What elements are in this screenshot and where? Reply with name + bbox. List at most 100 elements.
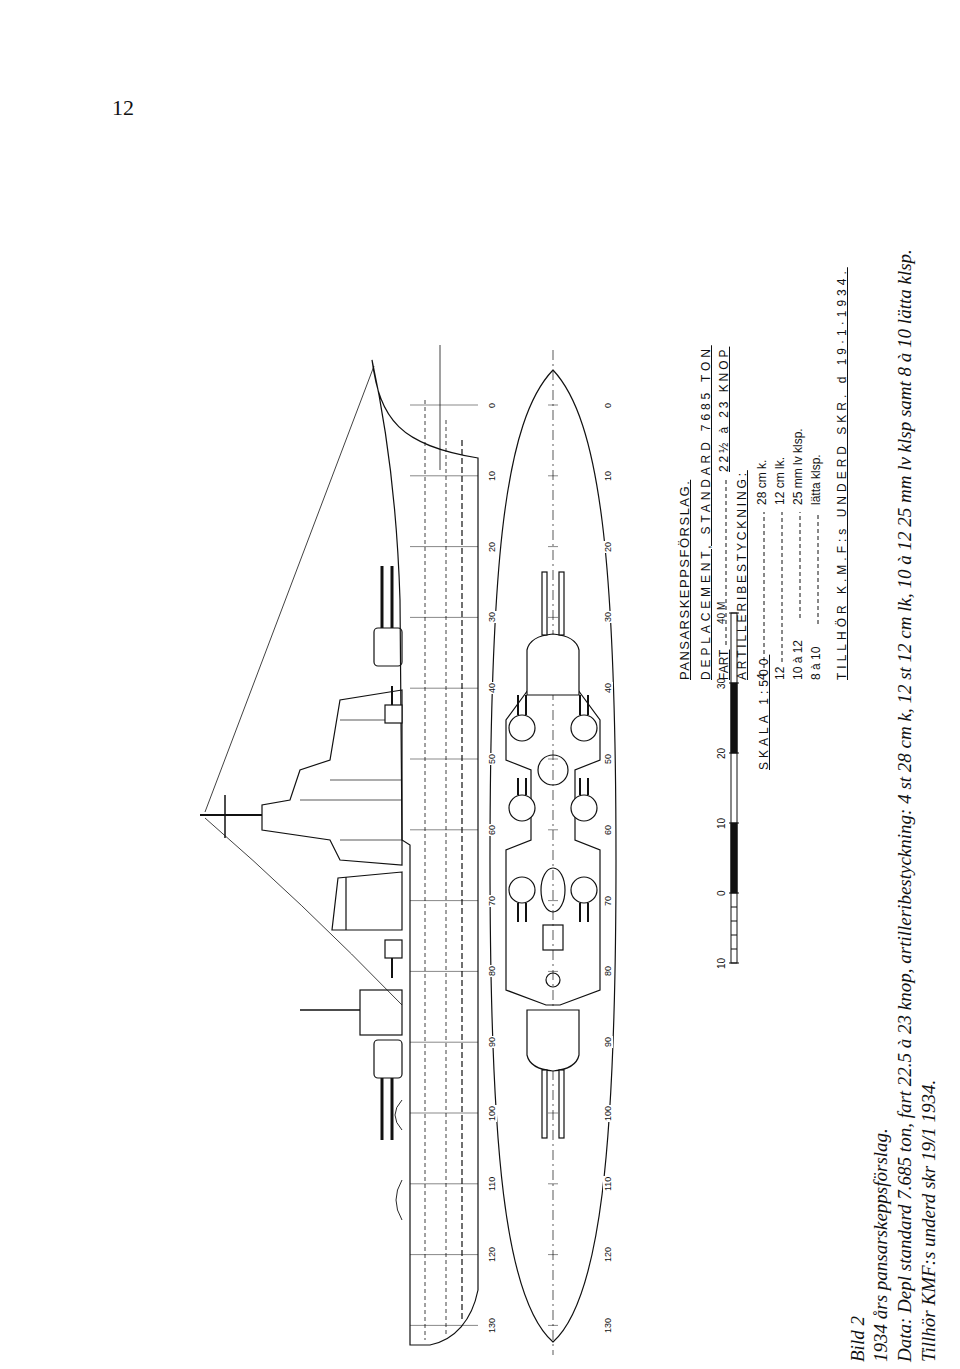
scale-number: 20 — [716, 747, 728, 758]
frame-line — [410, 1113, 478, 1114]
funnel — [541, 868, 565, 912]
frame-line — [410, 900, 478, 901]
spec-line: DEPLACEMENT, STANDARD 7685 TON — [700, 345, 714, 680]
secondary-guns — [518, 695, 588, 922]
frame-number: 40 — [487, 682, 497, 694]
gun-barrel — [391, 958, 393, 978]
secondary-turret — [509, 877, 535, 903]
frame-number: 50 — [603, 753, 613, 765]
gun-barrel — [381, 1078, 384, 1140]
frame-number: 80 — [487, 965, 497, 977]
frame-number: 10 — [603, 470, 613, 482]
leader-dash — [800, 512, 801, 618]
main-turret — [527, 634, 579, 695]
frame-line — [410, 1183, 478, 1184]
gun-count: 8 à 10 — [810, 647, 824, 680]
main-turret — [374, 1040, 402, 1078]
spec-heading: ARTILLERIBESTYCKNING: — [736, 470, 750, 680]
frame-number: 70 — [603, 895, 613, 907]
plan-view — [490, 350, 616, 1355]
caption-line: 1934 års pansarskeppsförslag. — [870, 1128, 892, 1362]
main-turret — [374, 628, 402, 666]
frame-number: 60 — [603, 824, 613, 836]
frame-number: 30 — [603, 611, 613, 623]
frame-number: 20 — [487, 541, 497, 553]
gun-barrel — [391, 1078, 394, 1140]
frame-line — [410, 759, 478, 760]
frame-number: 10 — [487, 470, 497, 482]
frame-number: 90 — [603, 1036, 613, 1048]
boat — [395, 1100, 402, 1220]
scale-number: 10 — [716, 957, 728, 968]
hull-profile — [372, 360, 478, 1345]
caption-line: Tillhör KMF:s underd skr 19/1 1934. — [918, 1080, 940, 1362]
frame-number: 110 — [487, 1175, 497, 1191]
scale-number: 30 — [716, 677, 728, 688]
gun-type: 12 cm lk. — [774, 457, 788, 505]
gun-barrel — [542, 572, 547, 635]
gun-barrel — [559, 1070, 564, 1138]
frame-number: 0 — [603, 401, 613, 408]
leader-dash — [818, 512, 819, 624]
stay — [205, 366, 374, 812]
leader-dash — [782, 512, 783, 662]
centerline — [553, 350, 554, 1355]
gun-count: 10 à 12 — [792, 640, 806, 680]
gun-barrel — [391, 686, 393, 705]
frame-line — [410, 1325, 478, 1326]
secondary-turret — [571, 795, 597, 821]
drawing-title: PANSARSKEPPSFÖRSLAG. — [678, 480, 693, 680]
secondary-turret — [571, 877, 597, 903]
deck-line — [446, 420, 447, 1335]
secondary-turret — [571, 715, 597, 741]
gun-type: 28 cm k. — [756, 460, 770, 505]
frame-line — [410, 688, 478, 689]
deck-line — [425, 400, 426, 1340]
scale-title: SKALA 1:500 — [758, 655, 772, 770]
spec-label: FART — [718, 650, 732, 680]
gun-count: 12 — [774, 667, 788, 680]
frame-line — [410, 475, 478, 476]
frame-number: 100 — [603, 1104, 613, 1121]
secondary-turret — [509, 795, 535, 821]
frame-number: 130 — [603, 1317, 613, 1334]
frame-number: 20 — [603, 541, 613, 553]
scale-number: 10 — [716, 817, 728, 828]
aft-mast — [546, 973, 560, 987]
gun-barrel — [391, 566, 394, 628]
gun-barrel — [381, 566, 384, 628]
funnel — [332, 872, 402, 930]
frame-number: 90 — [487, 1036, 497, 1048]
frame-line — [410, 971, 478, 972]
frame-number: 50 — [487, 753, 497, 765]
frame-line — [410, 617, 478, 618]
frame-number: 110 — [603, 1175, 613, 1191]
frame-number: 70 — [487, 895, 497, 907]
gun-house — [385, 705, 402, 723]
frame-number: 80 — [603, 965, 613, 977]
frame-lines — [410, 405, 558, 1325]
main-turret — [527, 1010, 579, 1071]
forward-perpendicular — [440, 345, 441, 470]
scale-segment — [731, 683, 737, 753]
caption-line: Bild 2 — [847, 1316, 869, 1362]
frame-number: 40 — [603, 682, 613, 694]
aft-mast — [300, 1009, 360, 1011]
page-number: 12 — [112, 95, 134, 120]
deckhouse — [360, 990, 402, 1035]
frame-line — [410, 546, 478, 547]
caption-line: Data: Depl standard 7.685 ton, fart 22.5… — [894, 249, 916, 1362]
aerial — [205, 818, 402, 1005]
frame-line — [410, 829, 478, 830]
scale-number: 0 — [716, 890, 728, 896]
gun-barrel — [559, 572, 564, 635]
secondary-turret — [509, 715, 535, 741]
gun-type: 25 mm lv klsp. — [792, 428, 806, 505]
yard — [224, 795, 226, 838]
frame-number: 0 — [487, 401, 497, 408]
frame-line — [410, 1042, 478, 1043]
leader-dash — [764, 512, 765, 668]
waterline — [461, 440, 462, 1320]
bridge-tower — [262, 690, 402, 865]
